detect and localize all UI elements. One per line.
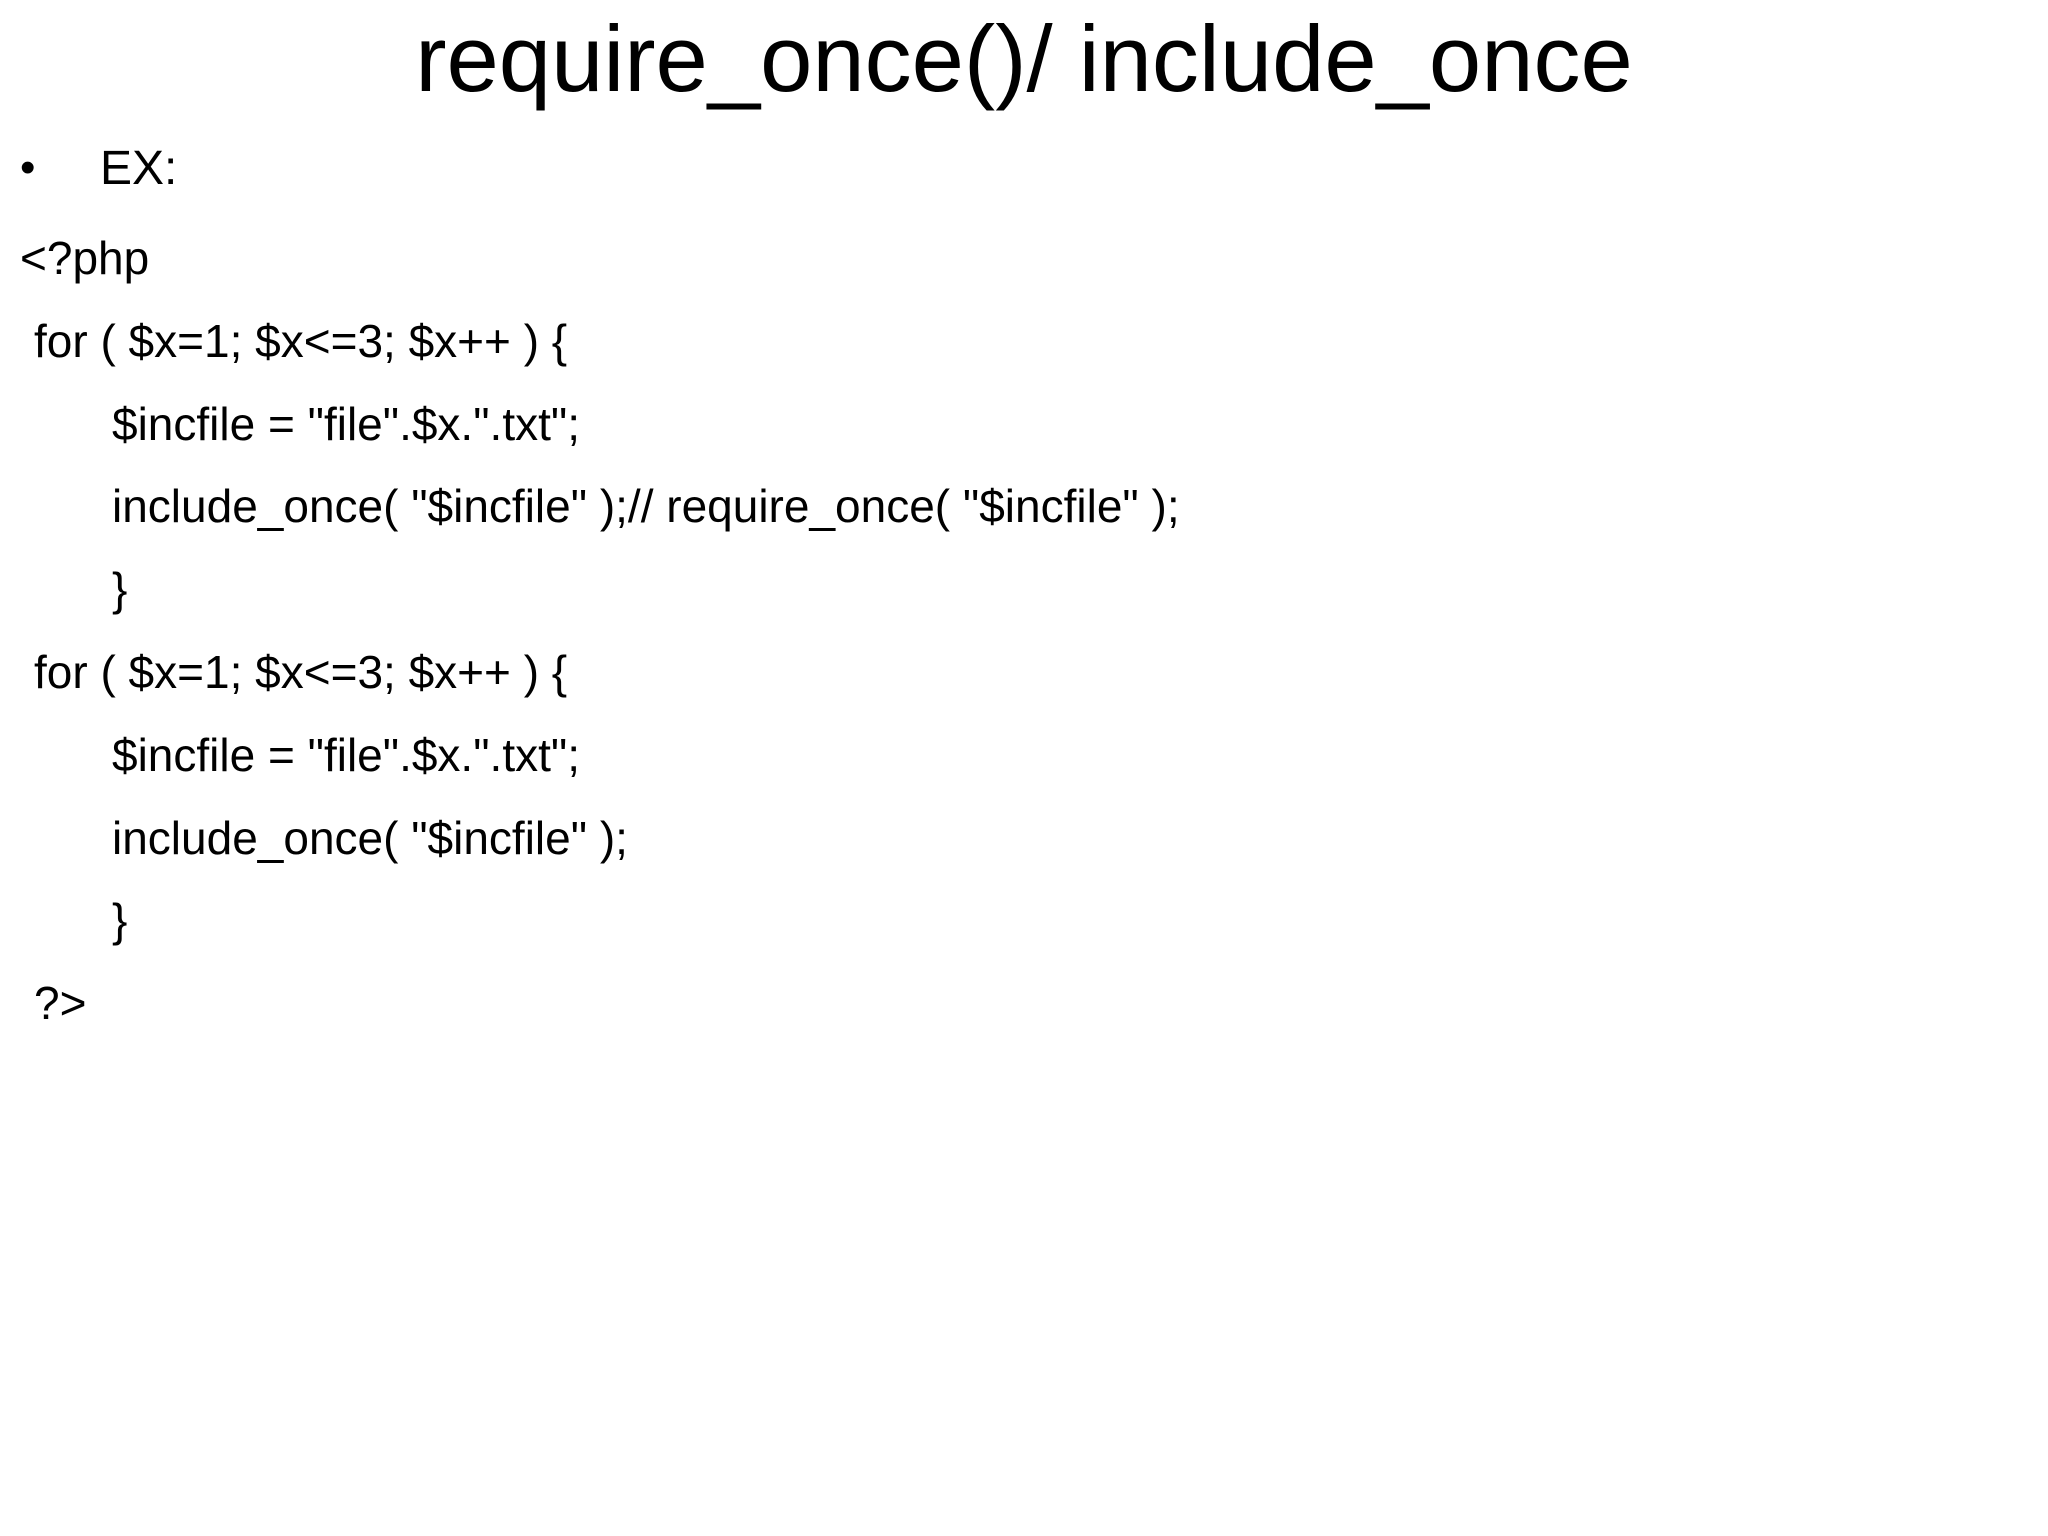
code-line: $incfile = "file".$x.".txt"; (112, 728, 580, 781)
code-line: } (112, 563, 128, 616)
code-line: include_once( "$incfile" );// require_on… (112, 480, 1180, 533)
bullet-label: EX: (100, 141, 178, 195)
code-line: for ( $x=1; $x<=3; $x++ ) { (34, 314, 568, 367)
code-line: for ( $x=1; $x<=3; $x++ ) { (34, 645, 568, 698)
bullet-icon: • (20, 143, 36, 192)
code-line: <?php (20, 232, 150, 284)
bullet-item: • EX: (20, 136, 177, 200)
slide-title: require_once()/ include_once (415, 6, 1633, 111)
code-line: ?> (34, 977, 87, 1030)
code-line: include_once( "$incfile" ); (112, 811, 628, 864)
code-line: $incfile = "file".$x.".txt"; (112, 397, 580, 450)
code-line: } (112, 894, 128, 947)
code-block: <?php for ( $x=1; $x<=3; $x++ ) { $incfi… (20, 217, 2020, 1045)
